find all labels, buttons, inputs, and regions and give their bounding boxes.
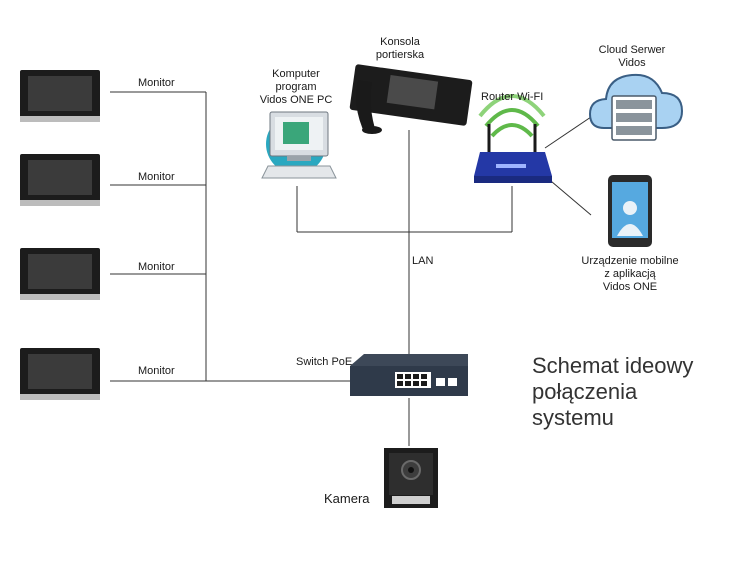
smartphone-icon — [608, 175, 652, 247]
mobile-label-line-3: Vidos ONE — [602, 281, 658, 293]
console-label-line-1: Konsola — [380, 36, 420, 48]
cloud-label-line-2: Vidos — [618, 57, 646, 69]
heading-line-1: Schemat ideowy — [532, 353, 694, 378]
connection-lines — [110, 91, 592, 446]
heading-line-3: systemu — [532, 405, 614, 430]
computer-label-line-2: program — [275, 81, 317, 93]
monitor-2-label: Monitor — [138, 171, 175, 183]
wire-cloud — [544, 116, 592, 149]
cloud-label: Cloud Serwer Vidos — [586, 44, 678, 70]
monitor-icon — [20, 154, 100, 206]
monitor-icon — [20, 70, 100, 122]
monitor-icon — [20, 348, 100, 400]
mobile-label-line-1: Urządzenie mobilne — [581, 255, 679, 267]
mobile-label: Urządzenie mobilne z aplikacją Vidos ONE — [572, 255, 688, 294]
camera-label: Kamera — [324, 491, 370, 506]
wire-mobile — [544, 175, 592, 216]
monitor-icon — [20, 248, 100, 300]
monitor-1-label: Monitor — [138, 77, 175, 89]
console-label-line-2: portierska — [375, 49, 425, 61]
computer-label-line-3: Vidos ONE PC — [259, 94, 333, 106]
switch-label: Switch PoE — [296, 356, 353, 368]
cloud-label-line-1: Cloud Serwer — [598, 44, 666, 56]
router-label: Router Wi-FI — [481, 91, 544, 103]
switch-icon — [350, 354, 468, 396]
lan-label: LAN — [412, 255, 434, 267]
computer-label-line-1: Komputer — [272, 68, 320, 80]
computer-label: Komputer program Vidos ONE PC — [250, 68, 342, 107]
camera-doorbell-icon — [384, 448, 438, 508]
mobile-label-line-2: z aplikacją — [604, 268, 656, 280]
cloud-server-icon — [588, 73, 684, 141]
computer-icon — [261, 111, 337, 179]
monitor-4-label: Monitor — [138, 365, 175, 377]
router-icon — [474, 94, 552, 183]
console-icon — [349, 64, 473, 134]
diagram-heading: Schemat ideowy połączenia systemu — [532, 353, 693, 431]
monitor-3-label: Monitor — [138, 261, 175, 273]
heading-line-2: połączenia — [532, 379, 638, 404]
console-label: Konsola portierska — [360, 36, 440, 62]
